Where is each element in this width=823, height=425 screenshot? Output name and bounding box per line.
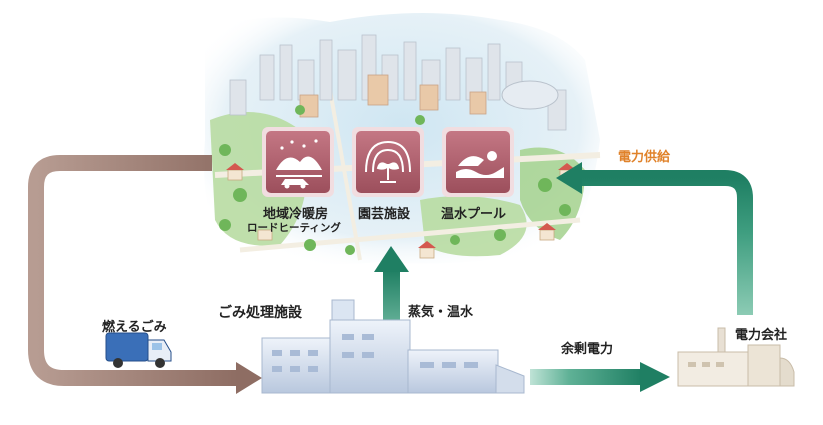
surplus-power-arrow bbox=[530, 362, 670, 392]
garbage-truck-icon bbox=[105, 332, 172, 368]
heated-pool-tile bbox=[442, 127, 514, 197]
road-heating-label: ロードヒーティング bbox=[247, 222, 341, 234]
burnable-waste-arrow bbox=[28, 155, 262, 394]
horticulture-tile bbox=[352, 127, 424, 197]
power-supply-label: 電力供給 bbox=[618, 150, 671, 165]
waste-plant-label: ごみ処理施設 bbox=[218, 305, 302, 321]
district-heating-label: 地域冷暖房 bbox=[263, 207, 329, 222]
district-heating-icon bbox=[276, 139, 322, 189]
power-plant-illustration bbox=[677, 327, 795, 387]
steam-hot-water-label: 蒸気・温水 bbox=[408, 305, 474, 320]
swimmer-icon bbox=[456, 151, 504, 178]
waste-plant-illustration bbox=[261, 299, 525, 394]
heated-pool-label: 温水プール bbox=[441, 207, 507, 222]
district-heating-tile bbox=[262, 127, 334, 197]
burnable-waste-label: 燃えるごみ bbox=[102, 320, 167, 335]
power-supply-arrow bbox=[556, 162, 753, 315]
surplus-power-label: 余剰電力 bbox=[561, 342, 614, 357]
horticulture-label: 園芸施設 bbox=[358, 207, 411, 222]
sprout-greenhouse-icon bbox=[365, 140, 411, 183]
power-company-label: 電力会社 bbox=[735, 328, 788, 343]
